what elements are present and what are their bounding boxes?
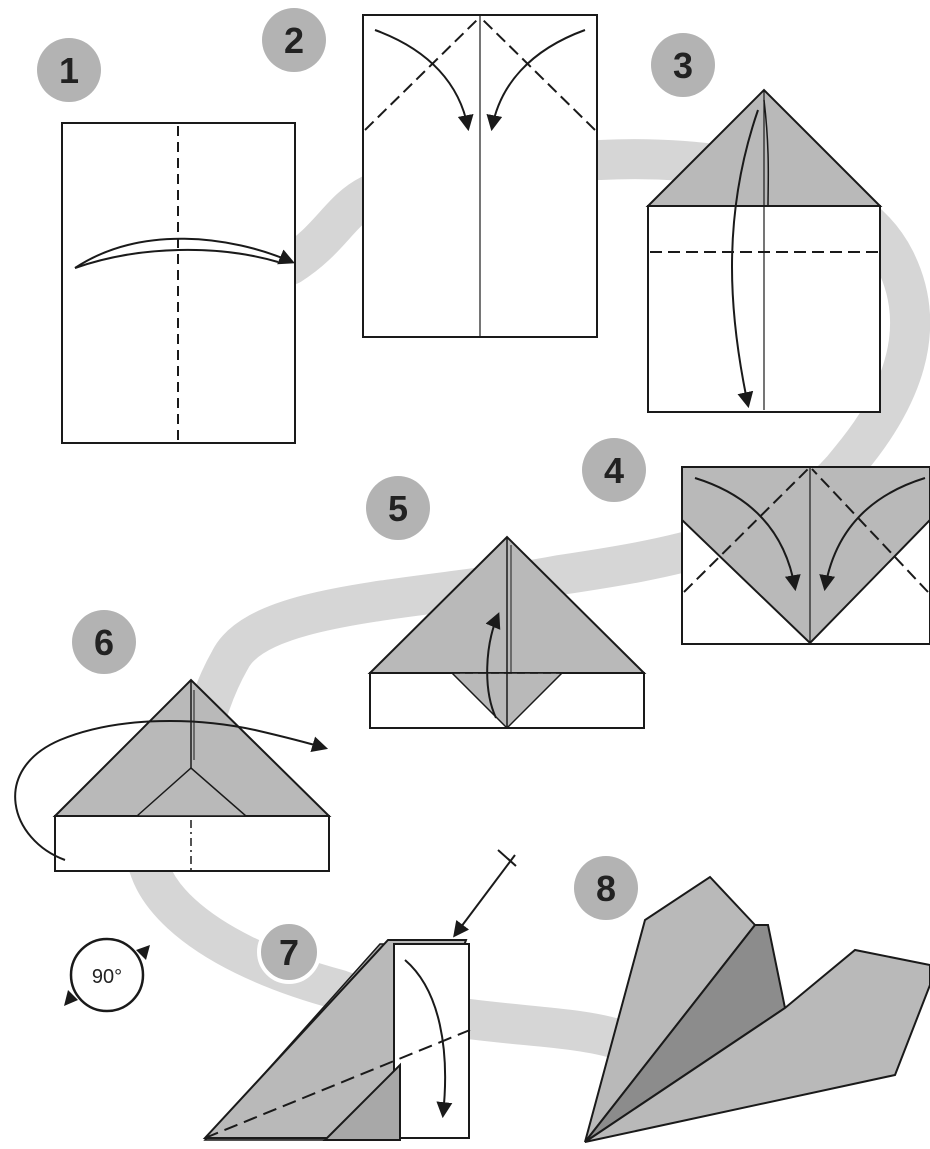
step-number-6: 6 — [94, 622, 114, 663]
step-5-diagram — [367, 535, 647, 730]
step-number-5: 5 — [388, 488, 408, 529]
rotation-label: 90° — [92, 966, 122, 988]
step-number-3: 3 — [673, 45, 693, 86]
step-4-diagram — [681, 466, 930, 645]
step-badge-4: 4 — [582, 438, 646, 502]
step-1-diagram — [61, 122, 296, 444]
step-number-1: 1 — [59, 50, 79, 91]
step-badge-7: 7 — [257, 920, 321, 984]
step-3-diagram — [645, 88, 883, 413]
step-badge-1: 1 — [37, 38, 101, 102]
step-8-diagram — [584, 875, 930, 1143]
step-number-7: 7 — [279, 932, 299, 973]
step-number-8: 8 — [596, 868, 616, 909]
step-7-diagram — [202, 849, 517, 1141]
step-6-diagram — [14, 678, 332, 872]
step-badge-5: 5 — [366, 476, 430, 540]
step-badge-3: 3 — [651, 33, 715, 97]
rotate-90-indicator: 90° — [64, 937, 150, 1013]
step-number-2: 2 — [284, 20, 304, 61]
step-badge-2: 2 — [262, 8, 326, 72]
rotate-icon — [136, 945, 150, 960]
step-badge-8: 8 — [574, 856, 638, 920]
step-number-4: 4 — [604, 450, 624, 491]
step-badge-6: 6 — [72, 610, 136, 674]
step-2-diagram — [362, 14, 598, 338]
